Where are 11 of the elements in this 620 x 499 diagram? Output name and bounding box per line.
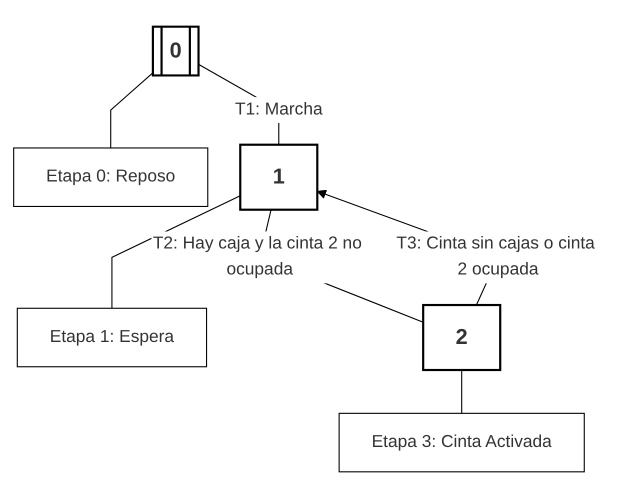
node-box: Etapa 3: Cinta Activada bbox=[338, 413, 585, 473]
connector bbox=[111, 195, 240, 309]
connector bbox=[110, 72, 154, 148]
node-box: Etapa 0: Reposo bbox=[13, 148, 208, 208]
node-box: 2 bbox=[422, 304, 502, 372]
edge-label: T1: Marcha bbox=[234, 100, 323, 119]
node-box: 1 bbox=[239, 144, 318, 212]
connector bbox=[461, 370, 462, 414]
edge-label: T3: Cinta sin cajas o cinta 2 ocupada bbox=[396, 234, 595, 280]
node-box: Etapa 1: Espera bbox=[16, 308, 208, 368]
edge-label: T2: Hay caja y la cinta 2 no ocupada bbox=[152, 234, 362, 280]
